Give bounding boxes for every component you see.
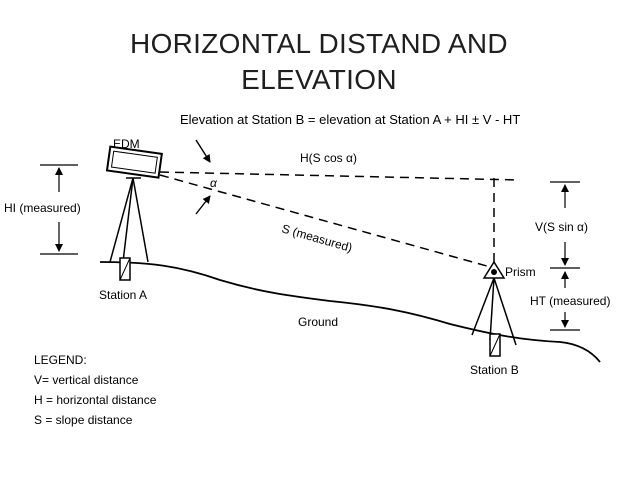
legend-item-s: S = slope distance [34,413,133,427]
ht-label: HT (measured) [530,294,610,308]
hi-dimension [40,164,78,255]
alpha-label: α [210,176,218,190]
station-a-tripod [109,177,149,263]
horizontal-distance-label: H(S cos α) [300,151,357,165]
prism-label: Prism [505,265,536,279]
hi-label: HI (measured) [4,201,81,215]
horizontal-distance-line [159,171,521,181]
slope-distance-label: S (measured) [280,221,354,254]
slide-title: HORIZONTAL DISTAND AND ELEVATION [0,26,638,98]
slide-title-line-1: HORIZONTAL DISTAND AND [130,28,508,59]
formula-pointer-lower [195,195,211,215]
v-dimension [550,181,580,269]
slide-title-line-2: ELEVATION [241,64,397,95]
legend-heading: LEGEND: [34,353,87,367]
legend-item-v: V= vertical distance [34,373,139,387]
elevation-formula: Elevation at Station B = elevation at St… [180,112,520,127]
edm-label: EDM [113,137,140,151]
prism [482,260,506,279]
station-b-tripod [471,277,517,346]
legend-item-h: H = horizontal distance [34,393,157,407]
vertical-distance-label: V(S sin α) [535,220,588,234]
ground-line [99,261,601,363]
formula-pointer-upper [195,139,211,163]
station-a-label: Station A [99,288,147,302]
station-b-label: Station B [470,363,519,377]
edm-instrument [105,145,163,179]
ht-dimension [550,271,580,331]
ground-label: Ground [298,315,338,329]
slope-distance-line [159,174,495,269]
